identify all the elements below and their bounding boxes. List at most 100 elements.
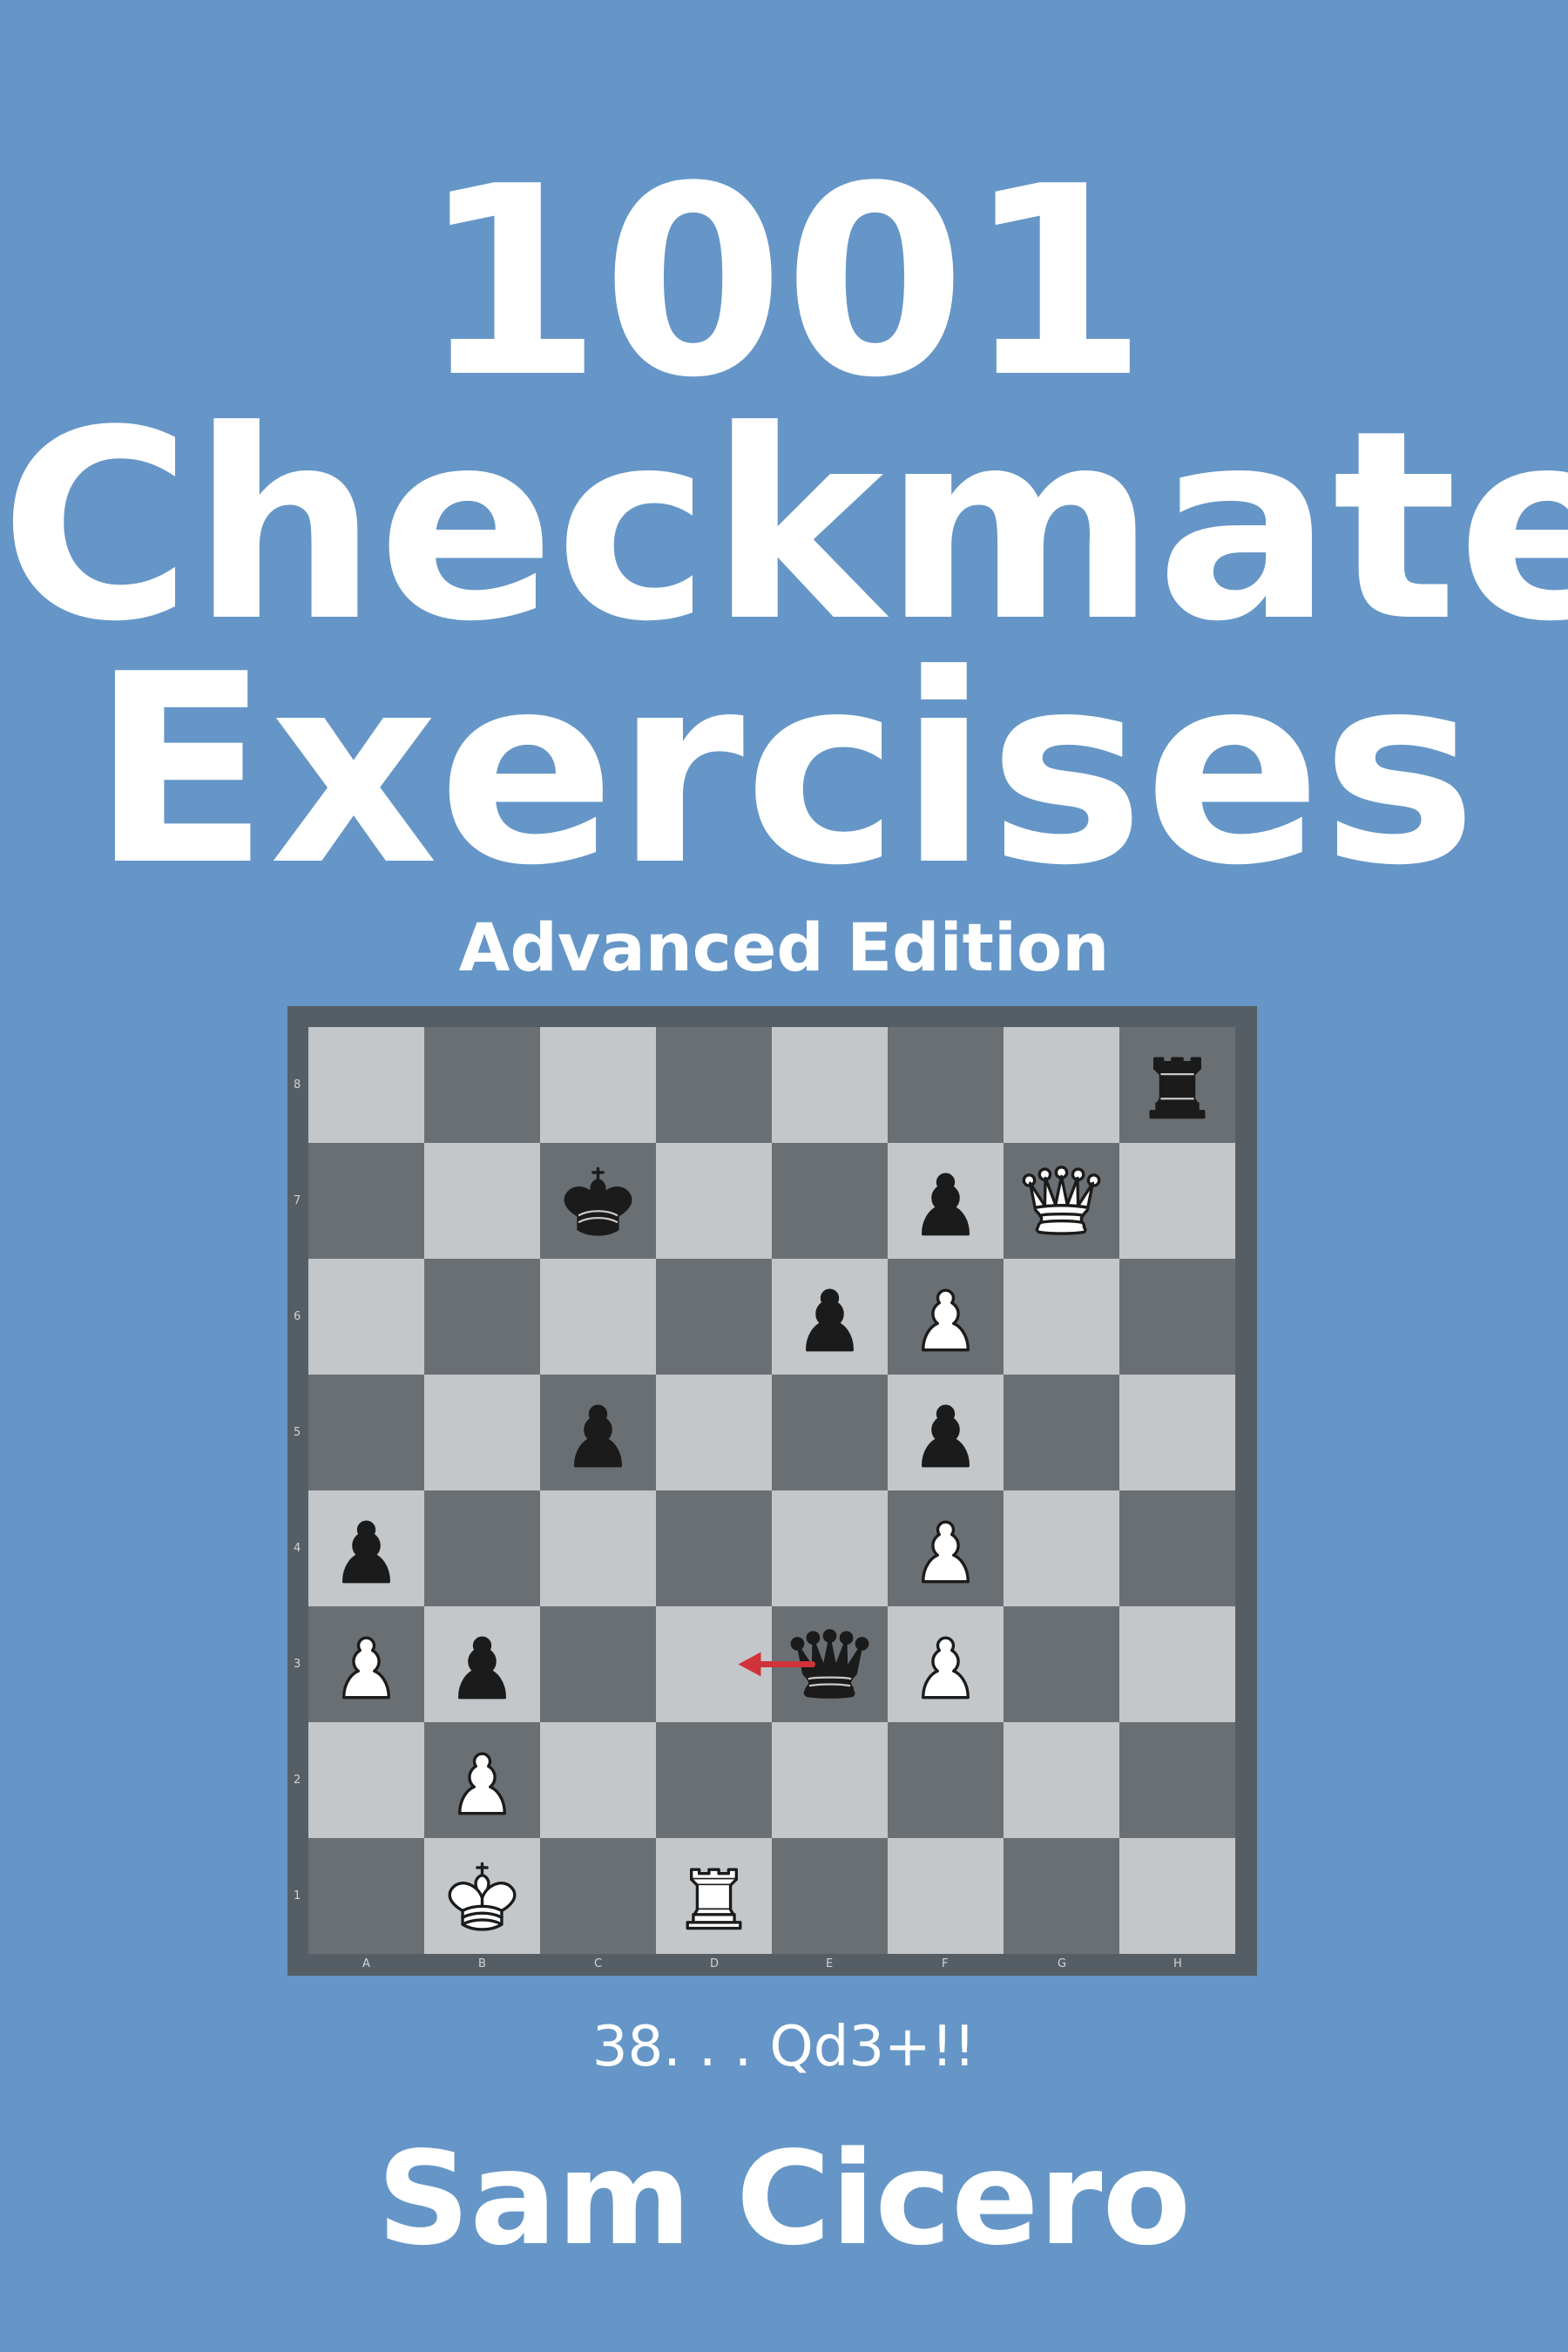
square-g7[interactable]: [1004, 1143, 1119, 1259]
square-g1[interactable]: [1004, 1838, 1119, 1954]
square-f3[interactable]: [888, 1606, 1004, 1722]
square-h7[interactable]: [1119, 1143, 1235, 1259]
square-a1[interactable]: [308, 1838, 424, 1954]
file-label: D: [710, 1957, 720, 1970]
black-pawn-icon: [922, 1404, 970, 1468]
square-a6[interactable]: [308, 1259, 424, 1375]
square-d1[interactable]: [656, 1838, 772, 1954]
square-g4[interactable]: [1004, 1490, 1119, 1606]
square-c3[interactable]: [540, 1606, 656, 1722]
file-label: F: [942, 1957, 949, 1970]
square-b5[interactable]: [424, 1375, 540, 1490]
square-g6[interactable]: [1004, 1259, 1119, 1375]
square-e8[interactable]: [772, 1027, 888, 1143]
black-king-icon: [564, 1166, 632, 1236]
square-e4[interactable]: [772, 1490, 888, 1606]
square-a4[interactable]: [308, 1490, 424, 1606]
square-c2[interactable]: [540, 1722, 656, 1838]
square-e1[interactable]: [772, 1838, 888, 1954]
square-h1[interactable]: [1119, 1838, 1235, 1954]
rank-label: 4: [294, 1542, 301, 1555]
square-f6[interactable]: [888, 1259, 1004, 1375]
square-f8[interactable]: [888, 1027, 1004, 1143]
square-d4[interactable]: [656, 1490, 772, 1606]
square-d2[interactable]: [656, 1722, 772, 1838]
square-b7[interactable]: [424, 1143, 540, 1259]
square-e3[interactable]: [772, 1606, 888, 1722]
square-b3[interactable]: [424, 1606, 540, 1722]
white-pawn-icon: [342, 1636, 390, 1700]
square-e6[interactable]: [772, 1259, 888, 1375]
white-queen-icon: [1022, 1166, 1101, 1235]
title-line-3: Exercises: [91, 618, 1477, 923]
square-b2[interactable]: [424, 1722, 540, 1838]
rank-label: 8: [294, 1078, 301, 1092]
square-c5[interactable]: [540, 1375, 656, 1490]
square-e2[interactable]: [772, 1722, 888, 1838]
white-king-icon: [448, 1862, 517, 1931]
square-a3[interactable]: [308, 1606, 424, 1722]
title-line-2: Checkmate: [0, 375, 1568, 679]
rank-label: 6: [294, 1310, 301, 1323]
square-h3[interactable]: [1119, 1606, 1235, 1722]
square-h8[interactable]: [1119, 1027, 1235, 1143]
square-f5[interactable]: [888, 1375, 1004, 1490]
white-pawn-icon: [922, 1288, 970, 1352]
white-pawn-icon: [458, 1752, 506, 1815]
square-h4[interactable]: [1119, 1490, 1235, 1606]
rank-label: 7: [294, 1194, 301, 1207]
square-a8[interactable]: [308, 1027, 424, 1143]
square-h6[interactable]: [1119, 1259, 1235, 1375]
square-a2[interactable]: [308, 1722, 424, 1838]
file-label: G: [1058, 1957, 1067, 1970]
black-rook-icon: [1149, 1057, 1206, 1119]
square-c6[interactable]: [540, 1259, 656, 1375]
square-c4[interactable]: [540, 1490, 656, 1606]
square-g2[interactable]: [1004, 1722, 1119, 1838]
author-name: Sam Cicero: [376, 2124, 1192, 2274]
title-line-1: 1001: [420, 131, 1148, 435]
square-a7[interactable]: [308, 1143, 424, 1259]
file-label: B: [478, 1957, 486, 1970]
black-pawn-icon: [922, 1173, 970, 1236]
square-d7[interactable]: [656, 1143, 772, 1259]
subtitle: Advanced Edition: [458, 909, 1110, 986]
rank-label: 3: [294, 1658, 301, 1671]
square-c7[interactable]: [540, 1143, 656, 1259]
white-rook-icon: [686, 1868, 742, 1930]
black-queen-icon: [790, 1629, 869, 1699]
white-pawn-icon: [922, 1520, 970, 1584]
square-a5[interactable]: [308, 1375, 424, 1490]
square-h5[interactable]: [1119, 1375, 1235, 1490]
black-pawn-icon: [806, 1288, 854, 1352]
square-e5[interactable]: [772, 1375, 888, 1490]
square-b1[interactable]: [424, 1838, 540, 1954]
move-caption: 38. . . Qd3+!!: [591, 2015, 977, 2079]
square-g5[interactable]: [1004, 1375, 1119, 1490]
file-label: H: [1173, 1957, 1182, 1970]
square-d8[interactable]: [656, 1027, 772, 1143]
square-b6[interactable]: [424, 1259, 540, 1375]
square-d3[interactable]: [656, 1606, 772, 1722]
square-f7[interactable]: [888, 1143, 1004, 1259]
file-label: E: [826, 1957, 834, 1970]
square-e7[interactable]: [772, 1143, 888, 1259]
chess-board: [308, 1027, 1235, 1954]
file-label: C: [594, 1957, 603, 1970]
square-f4[interactable]: [888, 1490, 1004, 1606]
square-f1[interactable]: [888, 1838, 1004, 1954]
square-c1[interactable]: [540, 1838, 656, 1954]
square-g3[interactable]: [1004, 1606, 1119, 1722]
square-d6[interactable]: [656, 1259, 772, 1375]
square-c8[interactable]: [540, 1027, 656, 1143]
square-g8[interactable]: [1004, 1027, 1119, 1143]
square-h2[interactable]: [1119, 1722, 1235, 1838]
square-f2[interactable]: [888, 1722, 1004, 1838]
file-label: A: [362, 1957, 370, 1970]
square-b8[interactable]: [424, 1027, 540, 1143]
black-pawn-icon: [574, 1404, 622, 1468]
white-pawn-icon: [922, 1636, 970, 1700]
square-d5[interactable]: [656, 1375, 772, 1490]
square-b4[interactable]: [424, 1490, 540, 1606]
